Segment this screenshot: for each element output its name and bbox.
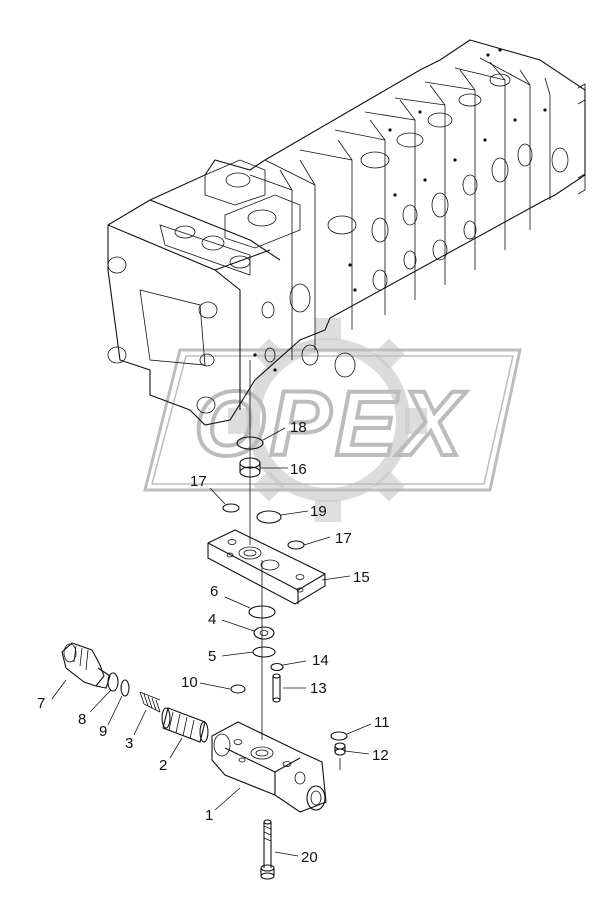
spring-3 [139,691,161,713]
part-label-7: 7 [37,695,45,712]
spool-2 [161,707,209,743]
collar-16 [239,457,261,478]
control-valve-assembly [107,39,586,426]
part-label-14: 14 [312,652,329,669]
plate-15 [207,529,326,605]
ring-8 [107,672,119,692]
watermark-frame [143,348,522,492]
o-ring-11 [330,731,348,741]
part-label-17-right: 17 [335,530,352,547]
o-ring-14 [270,662,284,672]
part-labels: 18 16 17 19 17 15 6 4 5 14 13 10 11 12 7… [37,419,390,866]
part-label-19: 18 [290,419,307,436]
o-ring-18 [256,510,282,524]
o-ring-19 [236,436,264,450]
part-label-2: 2 [159,757,167,774]
part-label-6: 6 [210,583,218,600]
part-label-8: 8 [78,711,86,728]
valve-body-1 [211,721,327,813]
watermark: OPEX [143,318,522,522]
part-label-17-left: 17 [190,473,207,490]
watermark-text: OPEX [194,373,466,475]
connector-7 [61,642,111,689]
part-label-9: 9 [99,723,107,740]
leader-lines [51,427,372,857]
o-ring-10 [230,684,246,694]
bolt-20 [260,819,275,880]
part-label-20: 20 [301,849,318,866]
ring-9 [120,679,130,697]
part-label-5: 5 [208,648,216,665]
part-label-16: 16 [290,461,307,478]
o-ring-6 [248,605,276,619]
part-label-18: 19 [310,503,327,520]
gear-icon [246,338,410,502]
assembly-axis [249,360,263,740]
part-label-1: 1 [205,807,213,824]
part-label-13: 13 [310,680,327,697]
part-label-3: 3 [125,735,133,752]
part-label-15: 15 [353,569,370,586]
part-label-10: 10 [181,674,198,691]
pin-13 [272,673,281,703]
part-label-11: 11 [374,714,390,731]
part-label-12: 12 [372,747,389,764]
washer-4 [253,626,275,640]
plug-12 [334,742,346,756]
part-label-4: 4 [208,611,216,628]
o-ring-17-left [222,503,240,513]
o-ring-5 [252,646,276,658]
o-ring-17-right [287,540,305,550]
